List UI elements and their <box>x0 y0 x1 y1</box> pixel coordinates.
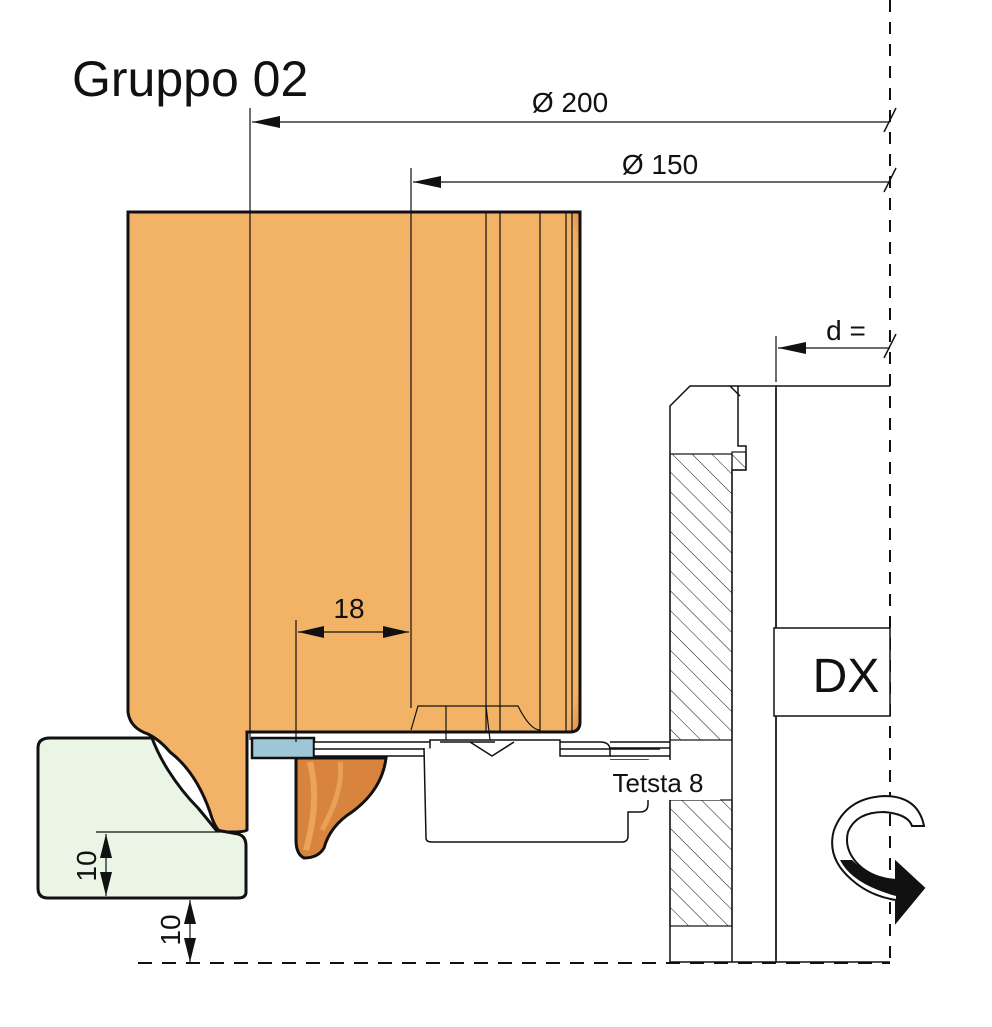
insert <box>250 736 316 760</box>
cutter-head <box>313 739 732 843</box>
dim-distance-d-label: d = <box>826 315 866 346</box>
drawing-title: Gruppo 02 <box>72 51 308 107</box>
wood-profile-piece <box>294 756 388 860</box>
dim-diameter-150-label: Ø 150 <box>622 149 698 180</box>
dim-height-profile-10 <box>100 834 112 896</box>
wood-outline <box>126 210 582 834</box>
spindle-flange <box>669 385 890 963</box>
dim-width-18 <box>295 620 409 742</box>
cutter-lines <box>249 108 573 741</box>
dim-diameter-200 <box>252 107 897 133</box>
rotation-arrow-icon <box>831 794 926 925</box>
dim-height-profile-10-label: 10 <box>71 850 102 881</box>
head-label-box <box>596 760 720 800</box>
wood-workpiece <box>128 212 580 832</box>
dim-diameter-150 <box>413 167 897 193</box>
dim-height-base-10 <box>184 900 196 962</box>
dim-diameter-200-label: Ø 200 <box>532 87 608 118</box>
dx-box <box>773 627 891 717</box>
guide-block <box>36 736 248 900</box>
dim-distance-d <box>775 333 897 382</box>
head-label: Tetsta 8 <box>612 768 703 798</box>
dim-width-18-label: 18 <box>333 593 364 624</box>
dim-height-base-10-label: 10 <box>155 914 186 945</box>
dx-label: DX <box>813 650 880 703</box>
